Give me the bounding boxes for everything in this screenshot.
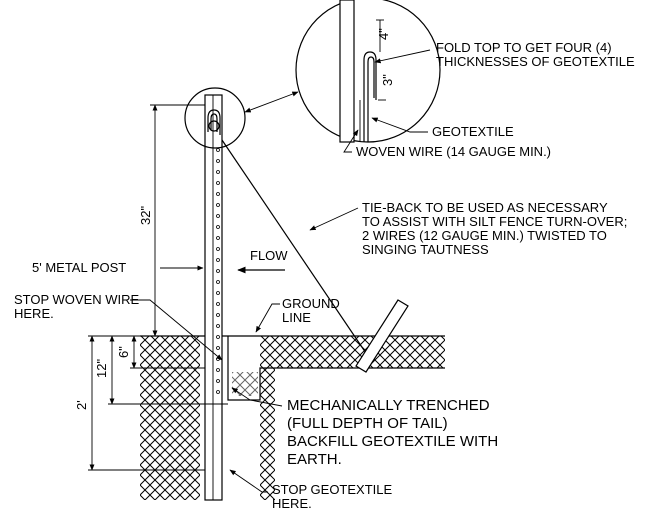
post-hole	[216, 192, 220, 196]
post-hole	[216, 368, 220, 372]
dim-12: 12"	[94, 359, 109, 378]
leader-ground	[255, 303, 280, 333]
post-hole	[216, 159, 220, 163]
leader-trenched	[231, 387, 283, 407]
geotextile-fold	[207, 109, 221, 135]
label-fold-top-2: THICKNESSES OF GEOTEXTILE	[436, 54, 635, 69]
label-tie-back-3: 2 WIRES (12 GAUGE MIN.) TWISTED TO	[362, 228, 607, 243]
dim-32: 32"	[138, 206, 153, 225]
label-fold-top-1: FOLD TOP TO GET FOUR (4)	[436, 40, 612, 55]
dim-2ft: 2'	[74, 400, 89, 410]
tie-back-wire	[221, 139, 373, 363]
post-hole	[216, 203, 220, 207]
leader-stop-woven-wire	[130, 299, 223, 361]
label-geotextile: GEOTEXTILE	[432, 124, 514, 139]
label-ground-1: GROUND	[282, 296, 340, 311]
post-hole	[216, 335, 220, 339]
post-hole	[216, 148, 220, 152]
label-woven-wire: WOVEN WIRE (14 GAUGE MIN.)	[356, 144, 551, 159]
leader-fold-top	[374, 49, 431, 64]
dim-fold-4: 4"	[376, 28, 391, 40]
post-hole	[216, 247, 220, 251]
tie-back-stake	[355, 299, 409, 373]
label-trenched-3: BACKFILL GEOTEXTILE WITH	[287, 433, 498, 450]
post-hole	[216, 313, 220, 317]
detail-callout-arrow	[244, 91, 299, 113]
dim-fold-3: 3"	[380, 74, 395, 86]
post-hole	[216, 346, 220, 350]
post-hole	[216, 170, 220, 174]
post-hole	[216, 390, 220, 394]
backfill-hatch	[232, 372, 258, 396]
post-hole	[216, 214, 220, 218]
label-tie-back-4: SINGING TAUTNESS	[362, 242, 489, 257]
post-hole	[216, 258, 220, 262]
label-metal-post: 5' METAL POST	[32, 260, 126, 275]
leader-stop-geotextile	[229, 469, 268, 493]
post-hole	[216, 291, 220, 295]
detail-bubble-small	[184, 87, 246, 149]
post-hole	[216, 269, 220, 273]
post-hole	[216, 225, 220, 229]
leader-tie-back	[309, 207, 359, 231]
label-ground-2: LINE	[282, 310, 311, 325]
leader-geotextile	[371, 117, 428, 133]
dim-6: 6"	[116, 346, 131, 358]
post-hole	[216, 324, 220, 328]
label-stop-geotextile-1: STOP GEOTEXTILE	[272, 482, 392, 497]
label-tie-back-1: TIE-BACK TO BE USED AS NECESSARY	[362, 200, 608, 215]
label-stop-woven-wire-2: HERE.	[14, 306, 54, 321]
label-trenched-1: MECHANICALLY TRENCHED	[287, 397, 490, 414]
trench-outline	[227, 336, 445, 401]
post-holes	[216, 148, 220, 394]
metal-post	[204, 94, 223, 501]
leader-woven-wire	[343, 129, 359, 153]
label-tie-back-2: TO ASSIST WITH SILT FENCE TURN-OVER;	[362, 214, 627, 229]
post-hole	[216, 236, 220, 240]
label-trenched-2: (FULL DEPTH OF TAIL)	[287, 415, 448, 432]
label-flow: FLOW	[250, 248, 288, 263]
post-hole	[216, 379, 220, 383]
enlarged-detail	[339, 0, 386, 143]
post-hole	[216, 280, 220, 284]
label-stop-woven-wire-1: STOP WOVEN WIRE	[14, 292, 140, 307]
label-stop-geotextile-2: HERE.	[272, 496, 312, 511]
post-hole	[216, 302, 220, 306]
post-hole	[216, 181, 220, 185]
label-trenched-4: EARTH.	[287, 451, 342, 468]
